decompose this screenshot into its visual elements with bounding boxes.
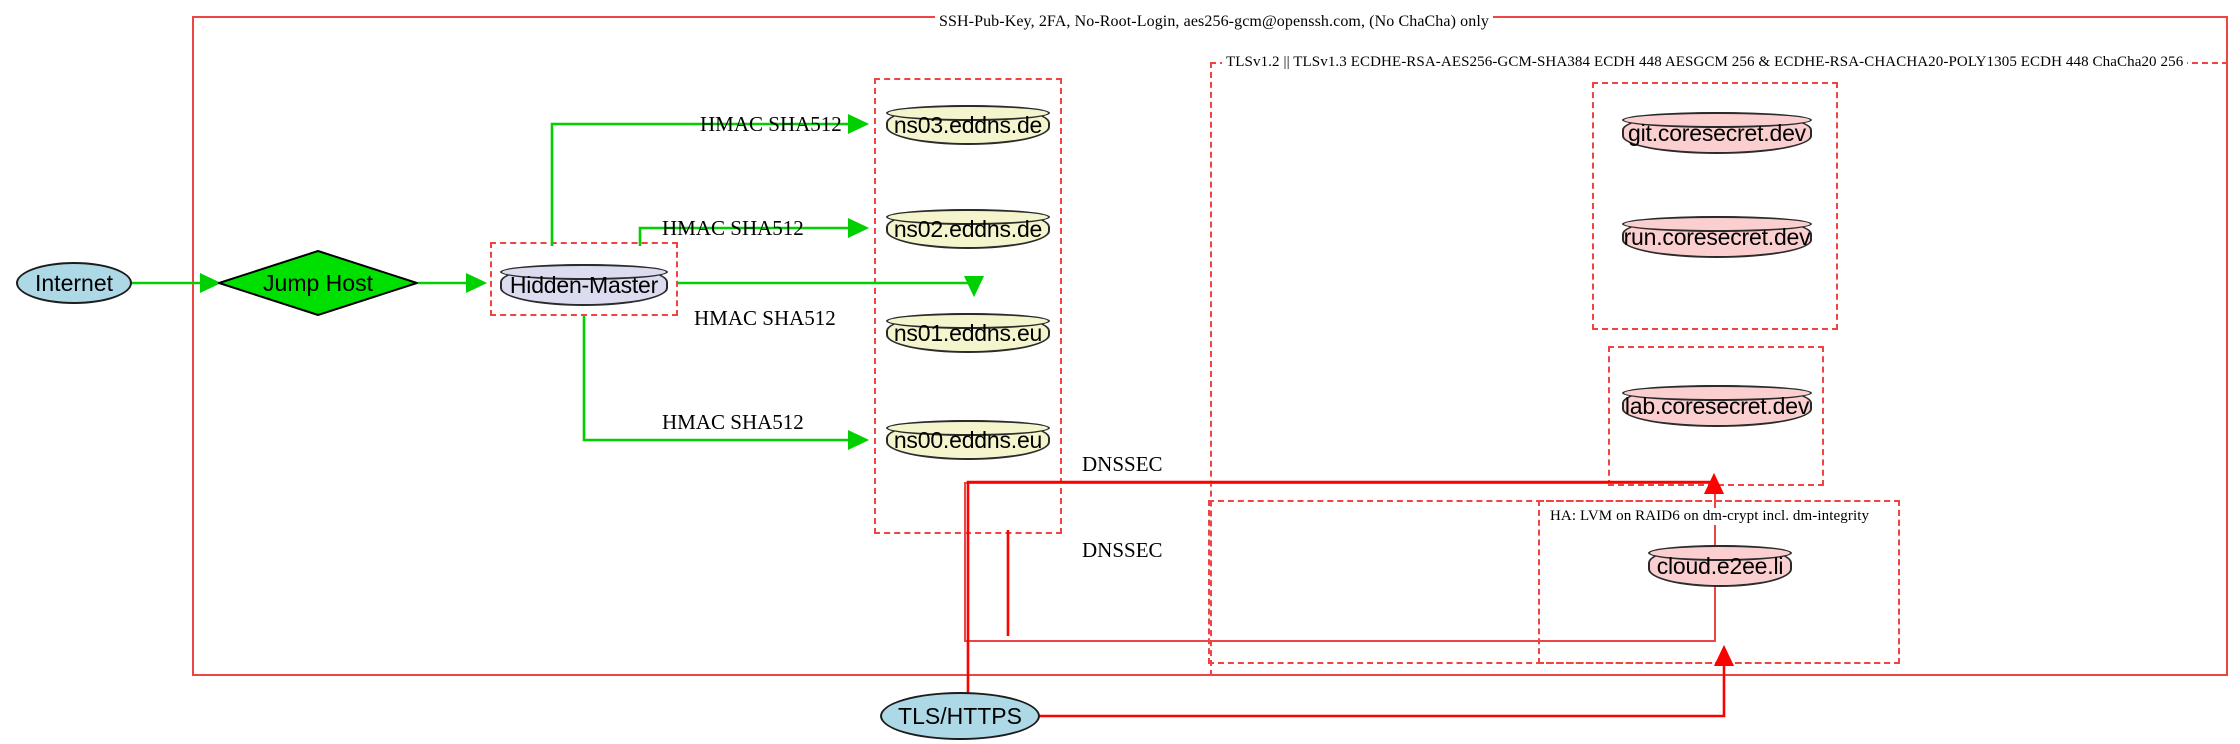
node-run-coresecret-label: run.coresecret.dev	[1623, 223, 1811, 250]
node-hidden-master[interactable]: Hidden-Master	[500, 264, 668, 306]
cluster-dns-group	[874, 78, 1062, 534]
node-internet[interactable]: Internet	[16, 262, 132, 304]
node-cloud-e2ee[interactable]: cloud.e2ee.li	[1648, 545, 1792, 587]
node-ns02[interactable]: ns02.eddns.de	[886, 209, 1050, 249]
node-lab-coresecret[interactable]: lab.coresecret.dev	[1622, 385, 1812, 427]
node-ns03-label: ns03.eddns.de	[893, 111, 1043, 138]
node-jump-host-label: Jump Host	[263, 269, 373, 296]
node-run-coresecret[interactable]: run.coresecret.dev	[1622, 216, 1812, 258]
edge-label-dnssec-upper: DNSSEC	[1082, 452, 1163, 476]
edge-label-hmac-ns01: HMAC SHA512	[694, 306, 836, 330]
node-ns01-label: ns01.eddns.eu	[893, 319, 1043, 346]
edge-label-dnssec-lower: DNSSEC	[1082, 538, 1163, 562]
node-git-coresecret[interactable]: git.coresecret.dev	[1622, 112, 1812, 154]
node-tls-https[interactable]: TLS/HTTPS	[880, 692, 1040, 740]
node-lab-coresecret-label: lab.coresecret.dev	[1624, 392, 1810, 419]
edge-label-hmac-ns00: HMAC SHA512	[662, 410, 804, 434]
cluster-tls-boundary-label: TLSv1.2 || TLSv1.3 ECDHE-RSA-AES256-GCM-…	[1222, 54, 2188, 71]
cluster-services-group	[1592, 82, 1838, 330]
cluster-ssh-boundary-label: SSH-Pub-Key, 2FA, No-Root-Login, aes256-…	[935, 13, 1493, 31]
node-jump-host[interactable]: Jump Host	[218, 250, 418, 316]
node-git-coresecret-label: git.coresecret.dev	[1628, 119, 1806, 146]
node-ns01[interactable]: ns01.eddns.eu	[886, 313, 1050, 353]
node-ns03[interactable]: ns03.eddns.de	[886, 105, 1050, 145]
node-internet-label: Internet	[35, 269, 113, 296]
node-cloud-e2ee-label: cloud.e2ee.li	[1656, 552, 1784, 579]
node-hidden-master-label: Hidden-Master	[509, 271, 659, 298]
node-ns02-label: ns02.eddns.de	[893, 215, 1043, 242]
node-ns00[interactable]: ns00.eddns.eu	[886, 420, 1050, 460]
edge-label-hmac-ns02: HMAC SHA512	[662, 216, 804, 240]
node-tls-https-label: TLS/HTTPS	[898, 702, 1022, 729]
edge-label-hmac-ns03: HMAC SHA512	[700, 112, 842, 136]
node-ns00-label: ns00.eddns.eu	[893, 426, 1043, 453]
